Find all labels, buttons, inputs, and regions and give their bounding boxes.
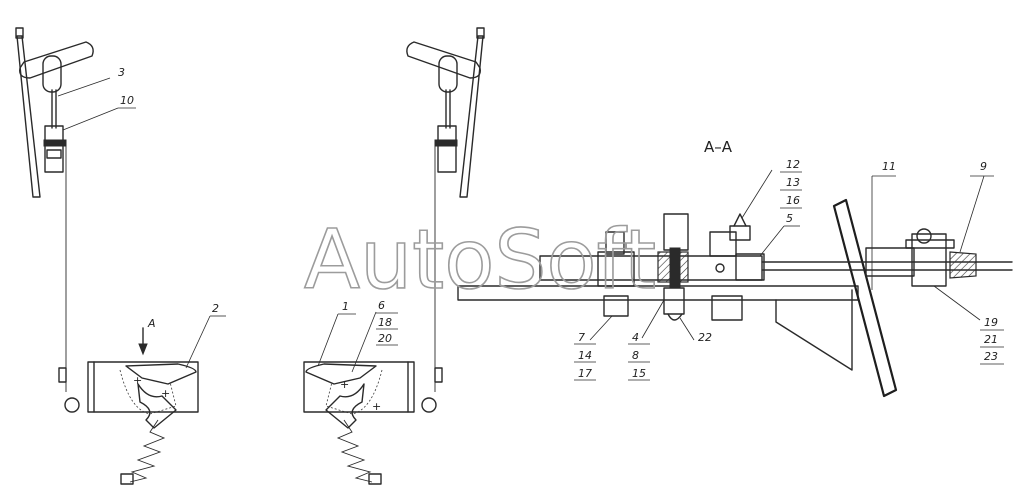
label-3: 3	[118, 66, 125, 79]
label-8: 8	[632, 349, 639, 362]
left-clamp	[44, 125, 64, 173]
bolt-4-head	[663, 213, 689, 251]
bolt-4-tip	[667, 313, 683, 321]
mid-pulley	[421, 397, 437, 413]
label-4: 4	[632, 331, 639, 344]
label-11: 11	[882, 160, 896, 173]
leader-12	[741, 169, 773, 219]
left-latch-hook	[125, 363, 197, 385]
leader-2	[185, 315, 211, 369]
leader-6	[351, 311, 377, 373]
label-10: 10	[120, 94, 134, 107]
leader-1	[317, 313, 339, 367]
bolt-7-head	[605, 231, 625, 255]
label-23: 23	[984, 350, 998, 363]
bolt-7-sleeve	[597, 251, 635, 287]
left-lever-post	[16, 35, 41, 198]
label-1: 1	[342, 300, 349, 313]
left-pulley	[64, 397, 80, 413]
left-spring	[129, 419, 166, 483]
svg-text:+: +	[340, 378, 349, 391]
mid-handle-knob	[438, 55, 458, 93]
label-6: 6	[378, 299, 385, 312]
mid-spring	[336, 419, 373, 483]
block-5-top	[709, 231, 737, 257]
middle-assembly-view: + + 1 6 18 20	[303, 27, 485, 485]
fitting-9-flange	[905, 239, 955, 249]
left-latch-pawl	[137, 383, 177, 429]
label-16: 16	[786, 194, 800, 207]
leader-22	[679, 317, 695, 341]
label-9: 9	[980, 160, 987, 173]
watermark: AutoSoft	[304, 213, 656, 308]
label-13: 13	[786, 176, 800, 189]
view-arrow-head	[138, 343, 148, 356]
bolt-4-core	[669, 247, 681, 289]
fitting-9-ball	[916, 228, 932, 244]
block-5-end	[735, 253, 765, 281]
left-clamp-lower	[46, 149, 62, 159]
view-arrow-label: A	[147, 317, 156, 330]
label-19: 19	[984, 316, 998, 329]
fitting-9-section	[949, 251, 977, 279]
label-14: 14	[578, 349, 592, 362]
left-spring-end	[120, 473, 134, 485]
leader-9	[959, 175, 985, 253]
upper-arm	[539, 255, 763, 281]
label-17: 17	[578, 367, 592, 380]
label-7: 7	[578, 331, 585, 344]
label-2: 2	[212, 302, 219, 315]
label-12: 12	[786, 158, 800, 171]
left-assembly-view: + + A 3 10 2	[15, 27, 226, 485]
mid-clamp-nut	[434, 139, 458, 147]
mid-latch-hook	[305, 363, 377, 385]
svg-text:+: +	[133, 374, 142, 387]
bolt-4-nut	[663, 287, 685, 315]
block-5-bottom	[711, 295, 743, 321]
left-latch-body	[87, 361, 199, 413]
label-22: 22	[698, 331, 712, 344]
left-post-cap	[15, 27, 24, 39]
leader-5	[759, 225, 785, 257]
label-15: 15	[632, 367, 646, 380]
nut-12-tip	[733, 213, 747, 227]
leader-4	[641, 299, 665, 339]
bolt-7-nut	[603, 295, 629, 317]
left-clamp-nut	[43, 139, 67, 147]
svg-text:+: +	[161, 387, 170, 400]
mid-cable-stop	[434, 367, 443, 383]
mid-post-cap	[476, 27, 485, 39]
nut-12	[729, 225, 751, 241]
svg-text:+: +	[372, 400, 381, 413]
mount-plate	[832, 198, 898, 398]
section-title: A–A	[704, 138, 733, 156]
section-view: A–A 12	[457, 138, 1013, 398]
leader-7	[589, 315, 613, 341]
label-21: 21	[984, 333, 998, 346]
mid-latch-hidden	[325, 369, 383, 415]
left-handle-knob	[42, 55, 62, 93]
mid-handle	[406, 41, 481, 79]
leader-19	[933, 285, 981, 321]
left-handle	[19, 41, 94, 79]
mid-lever-post	[459, 35, 484, 198]
label-18: 18	[378, 316, 392, 329]
mid-clamp	[437, 125, 457, 173]
label-5: 5	[786, 212, 793, 225]
mid-latch-pawl	[325, 383, 365, 429]
left-cable-stop	[58, 367, 67, 383]
bracket	[775, 289, 853, 371]
leader-3	[57, 77, 111, 97]
fitting-9-body	[865, 247, 915, 277]
label-20: 20	[378, 332, 392, 345]
mid-spring-end	[368, 473, 382, 485]
fitting-9-cap	[911, 233, 947, 287]
left-latch-hidden	[119, 369, 177, 415]
leader-10	[62, 107, 119, 131]
mid-latch-body	[303, 361, 415, 413]
block-5-pin	[715, 263, 725, 273]
